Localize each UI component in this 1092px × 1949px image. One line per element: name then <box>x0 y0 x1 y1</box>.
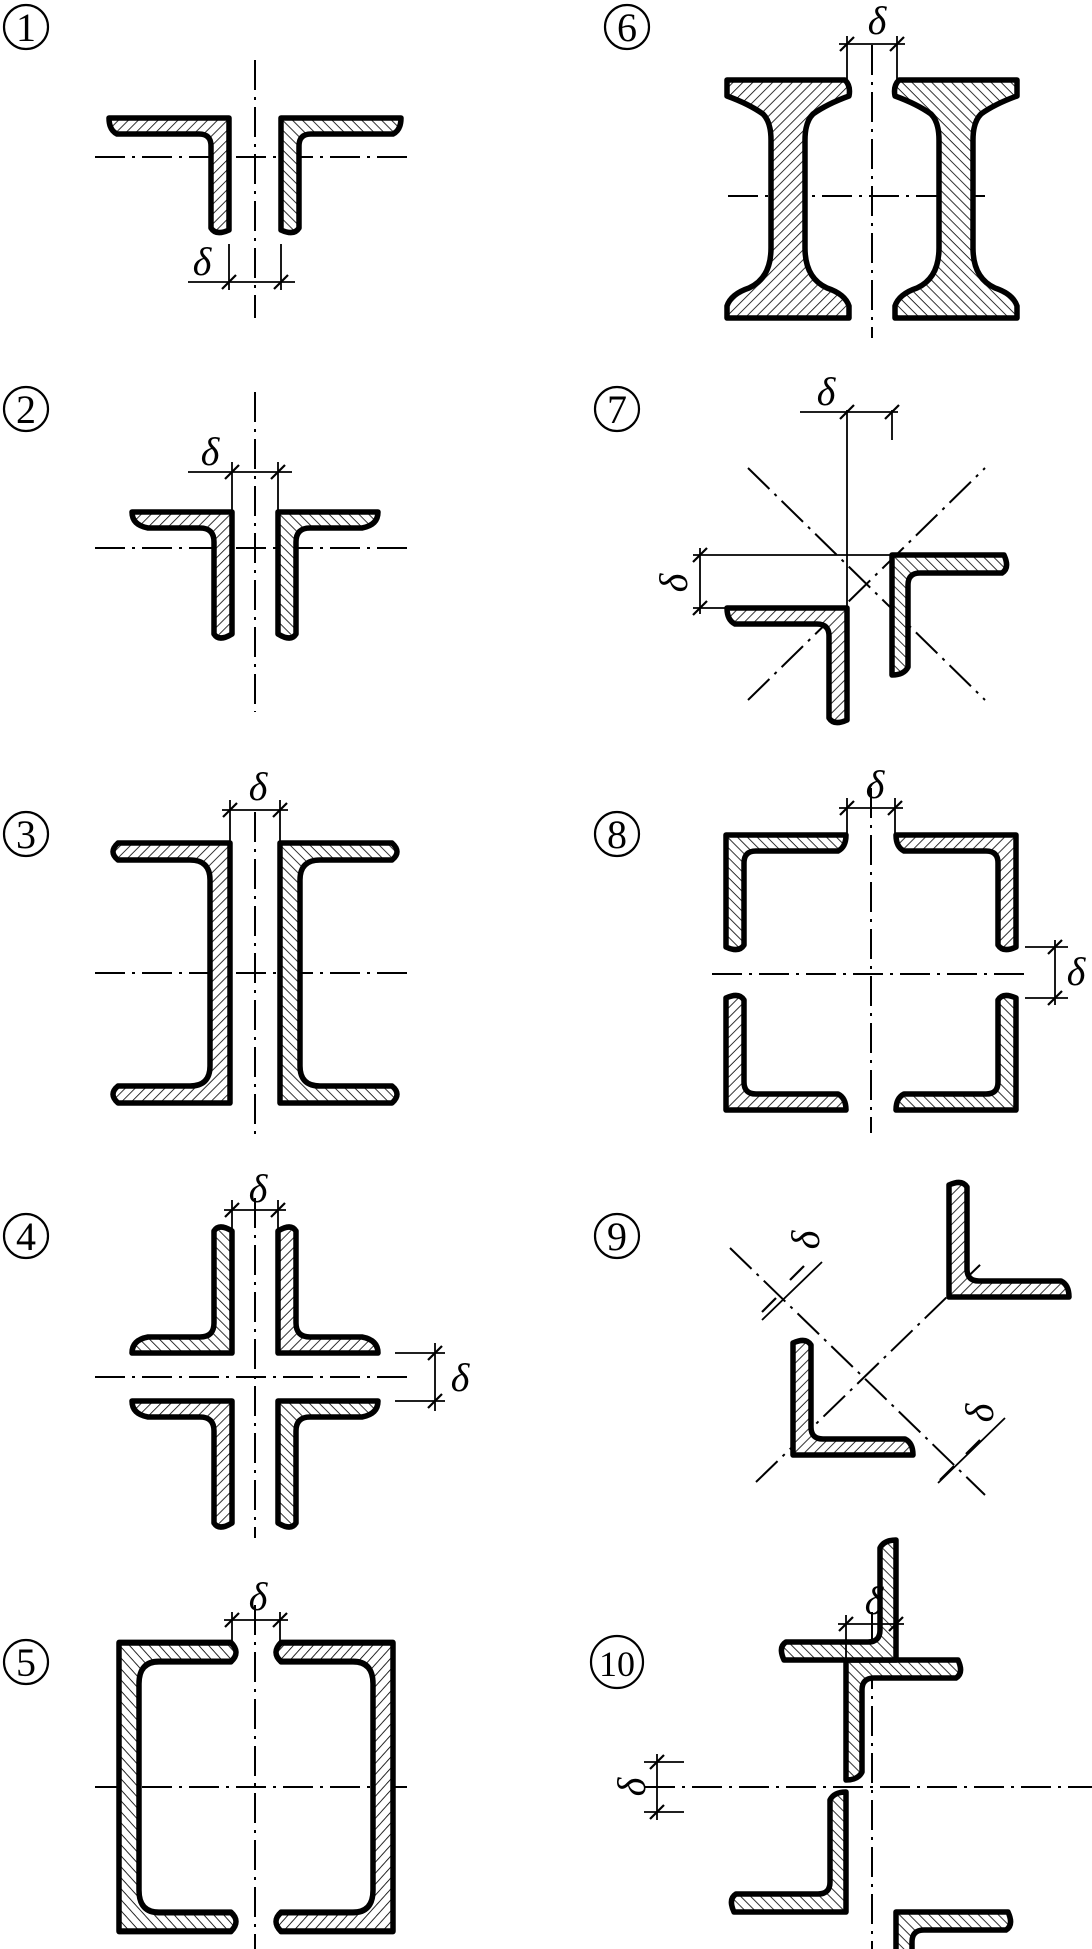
svg-text:8: 8 <box>607 812 627 857</box>
angle-profile <box>896 835 1016 950</box>
fig-9-number: 9 <box>593 1212 641 1260</box>
angle-profile <box>109 118 229 233</box>
fig-10-four-angles-box: δ δ <box>609 1540 1092 1949</box>
gap-dimension-horizontal: δ <box>800 369 900 608</box>
gap-dimension-vertical: δ <box>395 1343 471 1411</box>
svg-text:3: 3 <box>16 812 36 857</box>
gap-dimension: δ <box>839 0 905 82</box>
fig-5-channels-box: δ <box>95 1574 410 1949</box>
angle-profile <box>896 995 1016 1110</box>
fig-2-number: 2 <box>2 385 50 433</box>
svg-text:δ: δ <box>868 0 888 43</box>
svg-text:δ: δ <box>866 762 886 807</box>
svg-text:δ: δ <box>193 239 213 284</box>
gap-dimension-vertical: δ <box>1025 939 1087 1006</box>
fig-4-number: 4 <box>2 1212 50 1260</box>
angle-profile <box>896 1912 1011 1949</box>
svg-text:δ: δ <box>957 1402 1002 1422</box>
angle-profile <box>949 1182 1069 1297</box>
i-beam-profile <box>727 80 850 318</box>
angle-profile <box>892 555 1007 675</box>
svg-text:δ: δ <box>249 764 269 809</box>
fig-7-number: 7 <box>593 385 641 433</box>
svg-text:1: 1 <box>16 5 36 50</box>
svg-text:5: 5 <box>16 1640 36 1685</box>
svg-text:δ: δ <box>817 369 837 414</box>
svg-text:9: 9 <box>607 1214 627 1259</box>
angle-profile <box>726 995 846 1110</box>
gap-dimension-horizontal: δ <box>838 1578 904 1660</box>
angle-profile <box>278 1401 378 1527</box>
gap-dimension-lower: δ <box>937 1402 1006 1484</box>
angle-profile <box>278 512 378 638</box>
angle-profile <box>726 835 846 950</box>
fig-3-channels-back-to-back: δ <box>95 764 410 1135</box>
fig-7-angles-diagonal: δ δ <box>651 369 1007 723</box>
fig-2-two-angles-tee: δ <box>95 392 410 712</box>
gap-dimension-horizontal: δ <box>839 762 903 835</box>
angle-profile <box>727 608 847 723</box>
gap-dimension-vertical: δ <box>651 547 892 616</box>
gap-dimension: δ <box>188 429 292 512</box>
fig-1-number: 1 <box>2 3 50 51</box>
fig-9-angles-diagonal-box: δ δ <box>729 1182 1069 1496</box>
fig-10-number: 10 <box>589 1634 645 1690</box>
svg-text:2: 2 <box>16 387 36 432</box>
svg-text:6: 6 <box>617 5 637 50</box>
i-beam-profile <box>895 80 1018 318</box>
angle-profile <box>278 1227 378 1353</box>
svg-text:δ: δ <box>249 1166 269 1211</box>
svg-text:δ: δ <box>201 429 221 474</box>
svg-text:4: 4 <box>16 1214 36 1259</box>
fig-1-two-angles-flanges-outward: δ <box>95 60 410 318</box>
fig-3-number: 3 <box>2 810 50 858</box>
fig-8-four-angles-box: δ δ <box>712 762 1087 1133</box>
angle-profile <box>132 1227 232 1353</box>
svg-text:δ: δ <box>1067 949 1087 994</box>
svg-text:δ: δ <box>451 1355 471 1400</box>
gap-dimension: δ <box>224 1574 288 1645</box>
svg-text:δ: δ <box>783 1229 828 1249</box>
gap-dimension: δ <box>188 239 295 290</box>
fig-8-number: 8 <box>593 810 641 858</box>
svg-text:δ: δ <box>609 1776 654 1796</box>
gap-dimension: δ <box>222 764 288 843</box>
fig-5-number: 5 <box>2 1638 50 1686</box>
angle-profile <box>132 1401 232 1527</box>
gap-dimension-upper: δ <box>761 1229 828 1321</box>
svg-text:7: 7 <box>607 387 627 432</box>
gap-dimension-horizontal: δ <box>224 1166 286 1232</box>
svg-text:10: 10 <box>599 1644 635 1684</box>
fig-6-two-i-beams: δ <box>727 0 1017 338</box>
angle-profile <box>846 1660 961 1780</box>
angle-profile <box>731 1792 846 1912</box>
angle-profile <box>793 1340 913 1455</box>
svg-text:δ: δ <box>865 1578 885 1623</box>
fig-4-cruciform-angles: δ δ <box>95 1166 471 1538</box>
angle-profile <box>281 118 401 233</box>
angle-profile <box>132 512 232 638</box>
svg-text:δ: δ <box>651 572 696 592</box>
gap-dimension-vertical: δ <box>609 1754 684 1820</box>
fig-6-number: 6 <box>603 3 651 51</box>
svg-text:δ: δ <box>249 1574 269 1619</box>
